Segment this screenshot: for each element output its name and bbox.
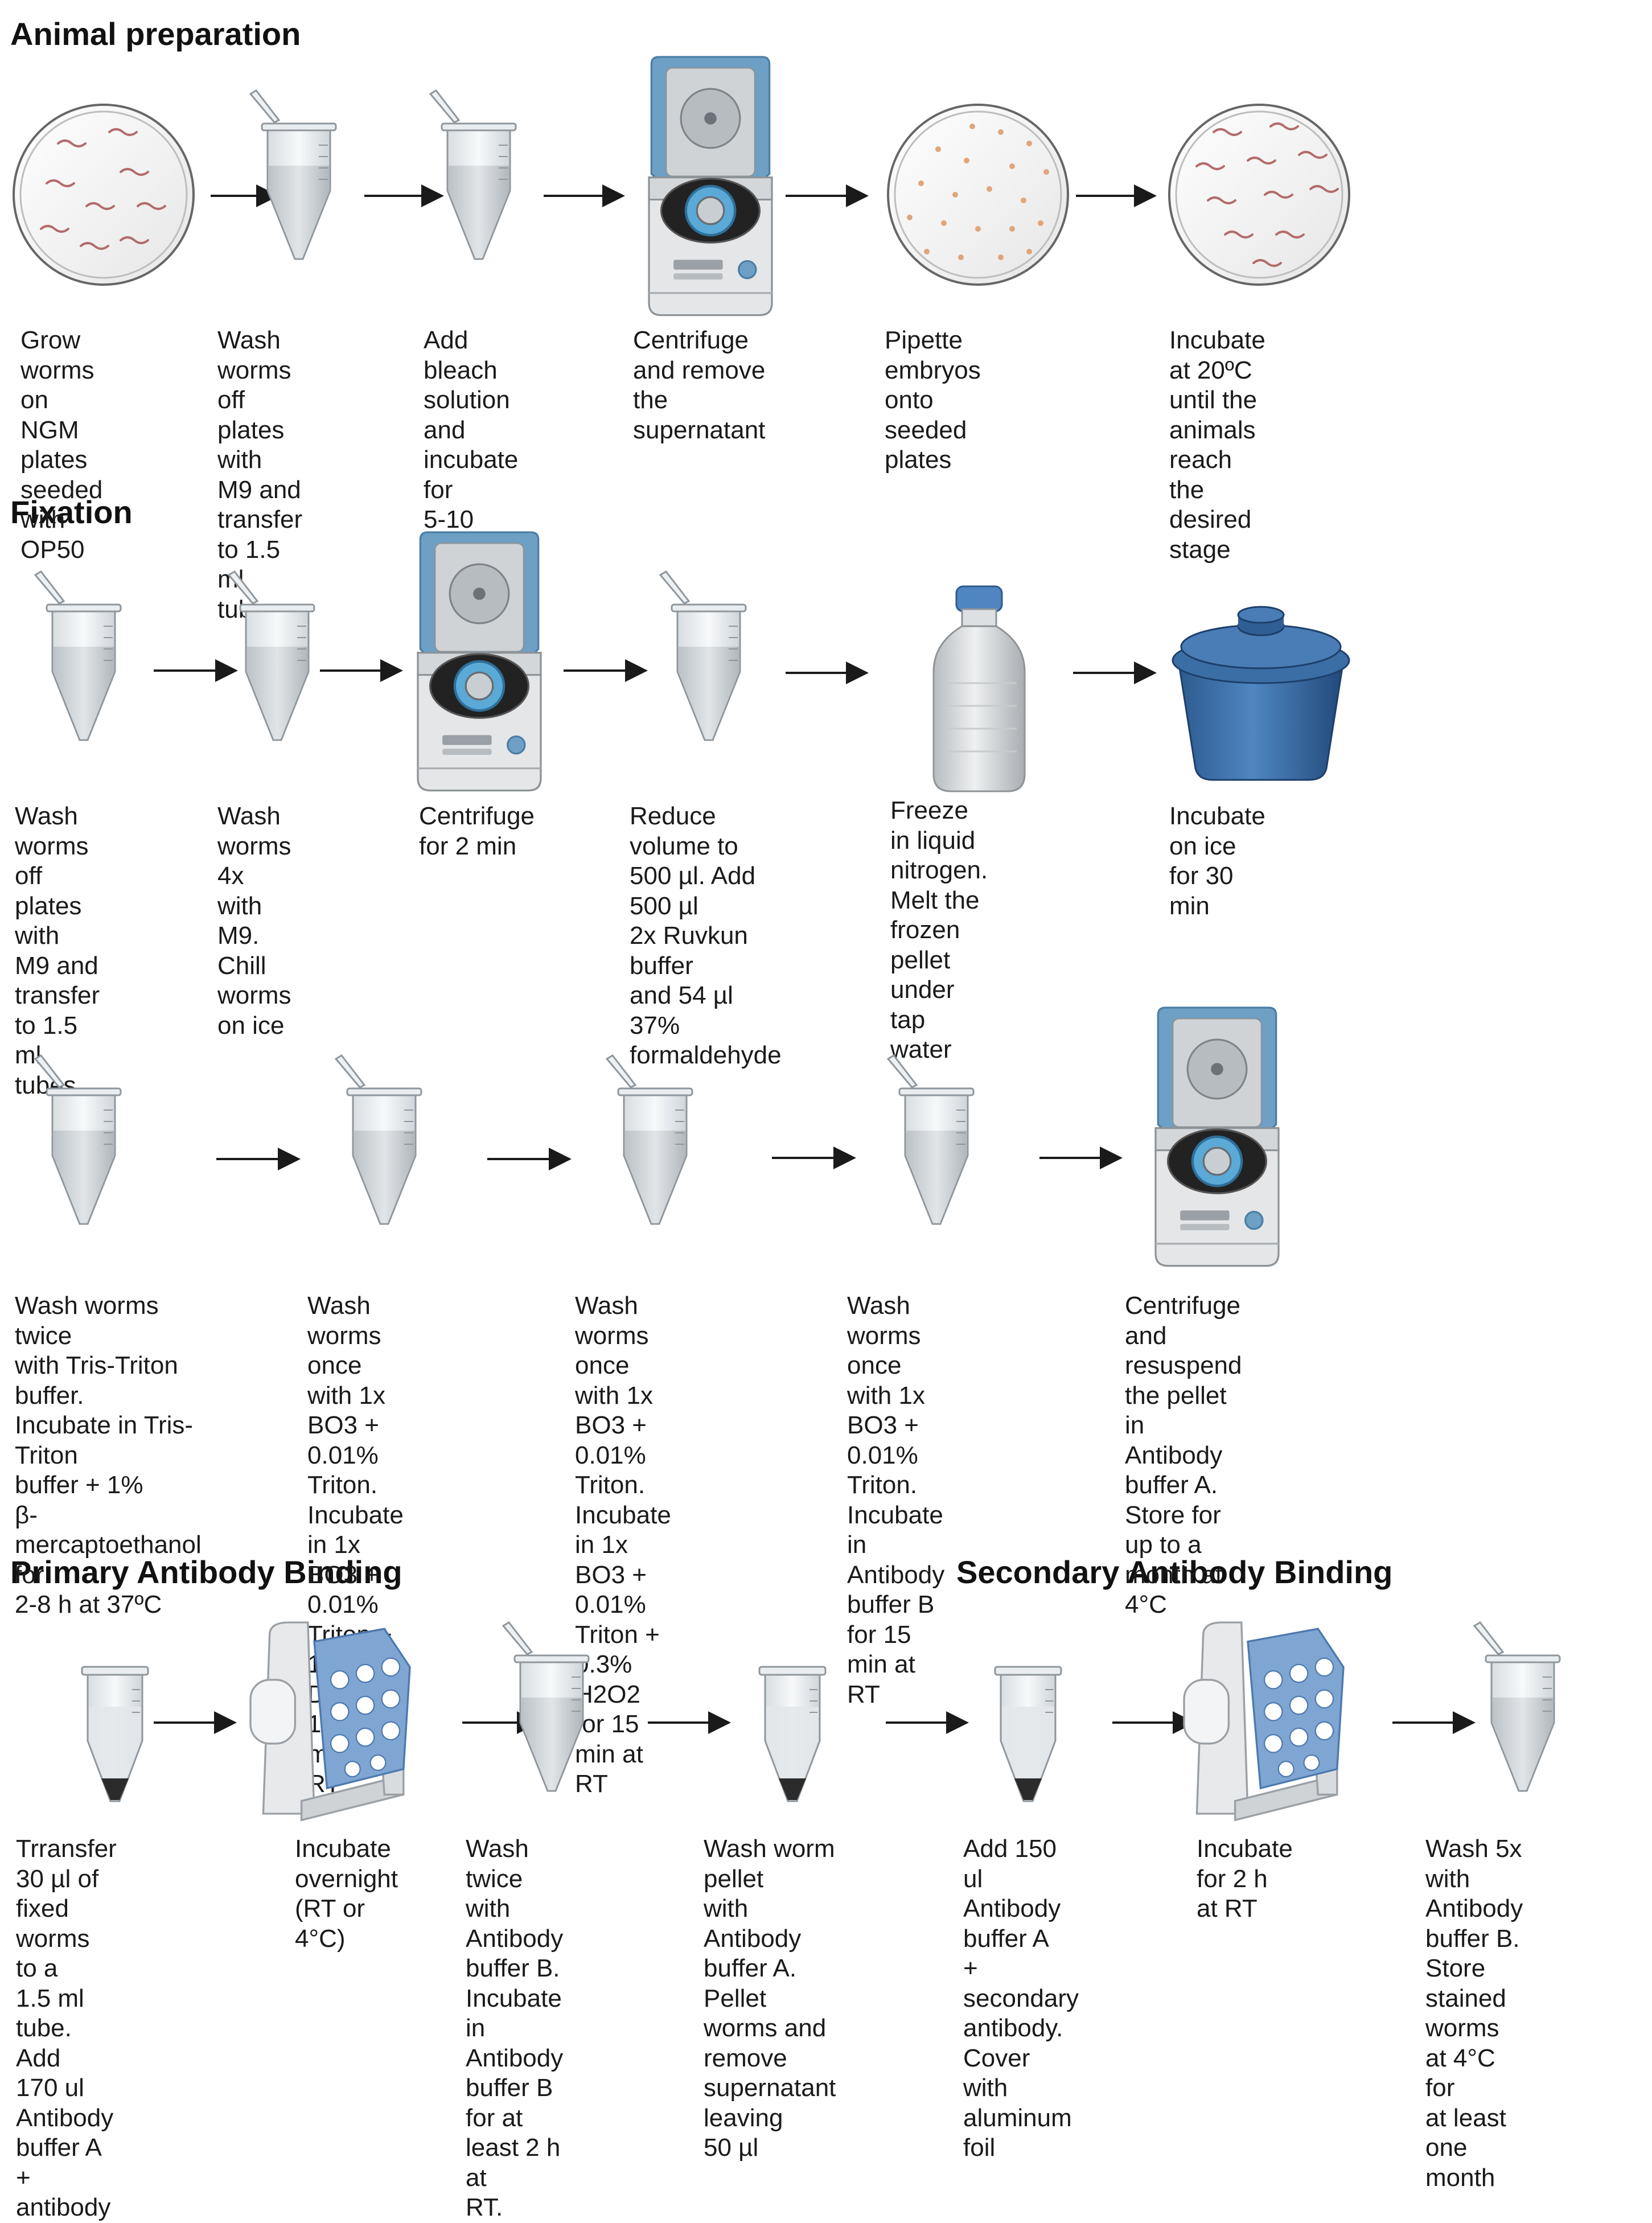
step-caption: Wash worms once with 1x BO3 + 0.01% Trit… bbox=[847, 1292, 945, 1708]
step-caption: Centrifuge for 2 min bbox=[419, 802, 535, 860]
step-caption: Wash worms off plates with M9 and transf… bbox=[15, 802, 100, 1099]
tube-icon bbox=[887, 1054, 975, 1225]
petri-dish-worms-icon bbox=[13, 104, 195, 286]
tube-icon bbox=[659, 570, 747, 741]
tube-pellet-icon bbox=[758, 1666, 827, 1802]
centrifuge-icon bbox=[649, 57, 772, 315]
step-caption: Wash worms 4x with M9. Chill worms on ic… bbox=[217, 802, 291, 1039]
step-caption: Incubate at 20ºC until the animals reach… bbox=[1169, 326, 1265, 564]
tube-icon bbox=[249, 89, 337, 260]
tube-rotator-icon bbox=[249, 1621, 411, 1821]
step-caption: Wash worms twice with Tris-Triton buffer… bbox=[15, 1292, 202, 1618]
step-caption: Reduce volume to 500 µl. Add 500 µl 2x R… bbox=[630, 802, 782, 1069]
petri-dish-embryos-icon bbox=[887, 104, 1069, 286]
tube-pellet-icon bbox=[81, 1666, 149, 1802]
illustrations bbox=[13, 0, 1561, 1821]
step-caption: Incubate for 2 h at RT bbox=[1197, 1835, 1293, 1922]
step-caption: Freeze in liquid nitrogen. Melt the froz… bbox=[890, 796, 988, 1063]
step-caption: Centrifuge and resuspend the pellet in A… bbox=[1125, 1292, 1242, 1618]
section-title-secondary-antibody-binding: Secondary Antibody Binding bbox=[956, 1554, 1393, 1590]
tube-icon bbox=[335, 1054, 422, 1225]
tube-icon bbox=[228, 570, 315, 741]
section-title-animal-preparation: Animal preparation bbox=[10, 16, 301, 52]
tube-rotator-icon bbox=[1183, 1621, 1345, 1821]
tube-icon bbox=[429, 89, 517, 260]
centrifuge-icon bbox=[418, 532, 541, 791]
step-caption: Incubate on ice for 30 min bbox=[1169, 802, 1265, 920]
petri-dish-worms-icon bbox=[1168, 104, 1350, 286]
step-caption: Pipette embryos onto seeded plates bbox=[885, 326, 981, 474]
step-caption: Centrifuge and remove the supernatant bbox=[633, 326, 766, 444]
step-caption: Grow worms on NGM plates seeded with OP5… bbox=[20, 326, 103, 564]
section-title-fixation: Fixation bbox=[10, 494, 133, 530]
section-title-primary-antibody-binding: Primary Antibody Binding bbox=[10, 1554, 402, 1590]
step-caption: Incubate overnight (RT or 4°C) bbox=[295, 1835, 398, 1953]
centrifuge-icon bbox=[1156, 1008, 1279, 1266]
tube-icon bbox=[1473, 1621, 1561, 1792]
tube-icon bbox=[502, 1621, 590, 1792]
ice-bucket-icon bbox=[1172, 606, 1350, 781]
step-caption: Wash worms once with 1x BO3 + 0.01% Trit… bbox=[575, 1292, 671, 1798]
tube-icon bbox=[34, 570, 122, 741]
liquid-nitrogen-dewar-icon bbox=[932, 585, 1026, 792]
tube-pellet-icon bbox=[994, 1666, 1062, 1802]
tube-icon bbox=[34, 1054, 122, 1225]
step-caption: Wash worms off plates with M9 and transf… bbox=[217, 326, 303, 623]
tube-icon bbox=[606, 1054, 693, 1225]
